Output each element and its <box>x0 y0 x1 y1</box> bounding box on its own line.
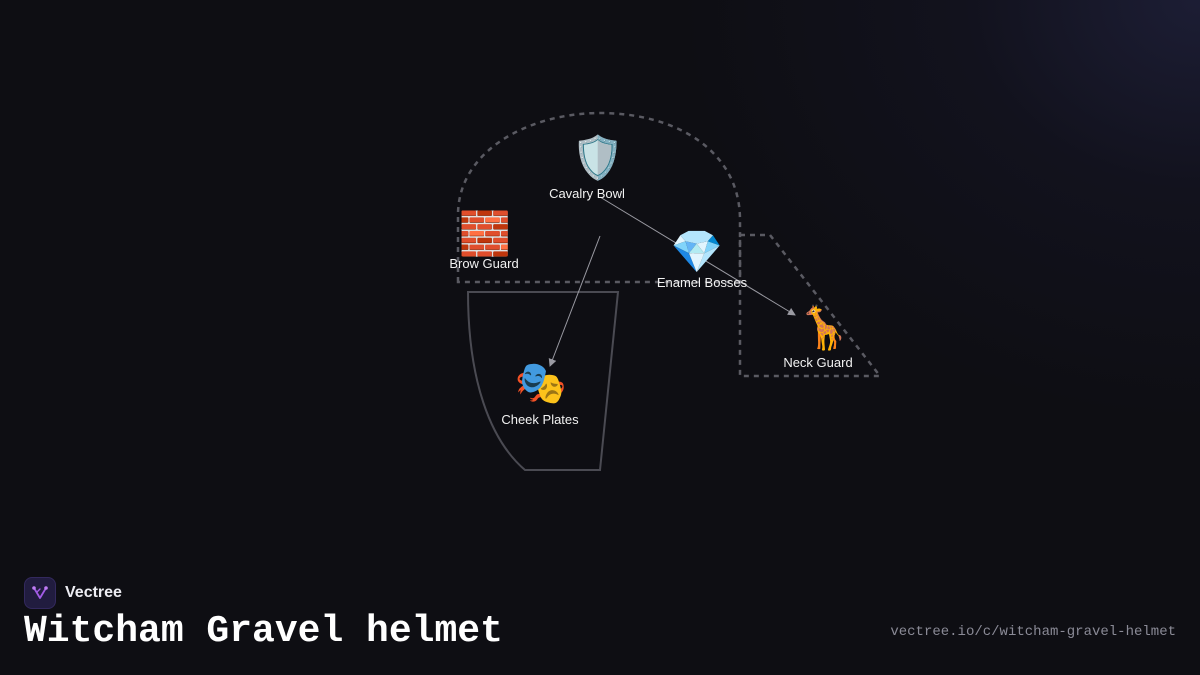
node-label: Cavalry Bowl <box>549 186 625 201</box>
vectree-logo-icon <box>24 577 56 609</box>
node-enamel-bosses[interactable]: 💎 Enamel Bosses <box>657 227 748 290</box>
page-title: Witcham Gravel helmet <box>24 610 503 653</box>
node-neck-guard[interactable]: 🦒 Neck Guard <box>783 303 852 370</box>
gem-icon: 💎 <box>671 227 723 276</box>
bowl-outline <box>456 111 742 284</box>
node-label: Neck Guard <box>783 355 852 370</box>
brand-name: Vectree <box>65 584 122 601</box>
neck-guard-outline <box>738 233 883 378</box>
node-label: Enamel Bosses <box>657 275 748 290</box>
brand[interactable]: Vectree <box>24 577 122 609</box>
shield-icon: 🛡️ <box>572 133 624 182</box>
edge-cavalry-bowl-to-neck-guard <box>599 196 796 316</box>
theater-masks-icon: 🎭 <box>515 358 567 407</box>
edge-cavalry-bowl-to-cheek-plates <box>548 235 601 367</box>
tree-branch-icon <box>32 586 48 599</box>
node-label: Brow Guard <box>449 256 518 271</box>
node-cavalry-bowl[interactable]: 🛡️ Cavalry Bowl <box>549 133 625 201</box>
cheek-plate-outline <box>466 291 620 471</box>
node-label: Cheek Plates <box>501 412 579 427</box>
node-brow-guard[interactable]: 🧱 Brow Guard <box>449 209 518 271</box>
page-url[interactable]: vectree.io/c/witcham-gravel-helmet <box>890 624 1176 640</box>
giraffe-icon: 🦒 <box>798 303 850 352</box>
brick-icon: 🧱 <box>459 209 511 258</box>
node-cheek-plates[interactable]: 🎭 Cheek Plates <box>501 358 579 427</box>
